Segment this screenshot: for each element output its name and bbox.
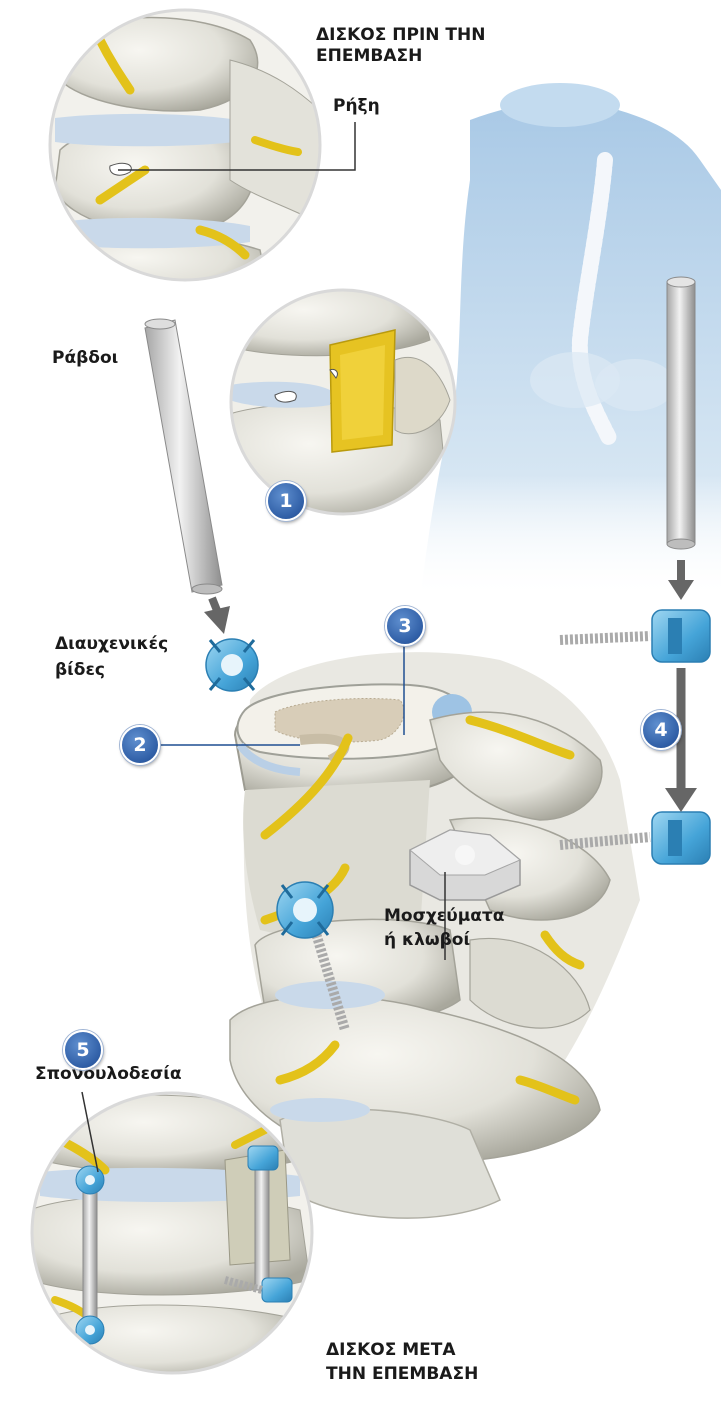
step-5-badge: 5 [63, 1030, 103, 1070]
before-surgery-title-line2: ΕΠΕΜΒΑΣΗ [316, 46, 422, 67]
step-4-badge: 4 [641, 710, 681, 750]
before-surgery-title-line1: ΔΙΣΚΟΣ ΠΡΙΝ ΤΗΝ [316, 25, 485, 46]
grafts-label-line2: ή κλωβοί [384, 930, 470, 951]
step-3-badge: 3 [385, 606, 425, 646]
screw-head-mid-left [277, 882, 333, 938]
step-2-badge: 2 [120, 725, 160, 765]
rods-label: Ράβδοι [52, 348, 118, 369]
screw-head-right-top [652, 610, 710, 662]
rod-right [667, 277, 695, 549]
step-1-badge: 1 [266, 481, 306, 521]
magnifier-after-surgery [30, 1093, 312, 1380]
magnifier-before-surgery [50, 10, 330, 300]
fusion-label: Σπονδυλοδεσία [35, 1064, 182, 1085]
pedicle-screws-label-line2: βίδες [55, 660, 105, 681]
magnifier-step1 [215, 285, 455, 520]
pedicle-screws-label-line1: Διαυχενικές [55, 634, 168, 655]
arrow-down-left [204, 598, 230, 634]
rod-left [145, 319, 222, 594]
after-surgery-title-line2: ΤΗΝ ΕΠΕΜΒΑΣΗ [326, 1364, 478, 1385]
screw-head-right-bottom [652, 812, 710, 864]
after-surgery-title-line1: ΔΙΣΚΟΣ ΜΕΤΑ [326, 1340, 456, 1361]
grafts-label-line1: Μοσχεύματα [384, 906, 504, 927]
rupture-label: Ρήξη [333, 96, 380, 117]
screw-head-top-left [206, 639, 258, 691]
